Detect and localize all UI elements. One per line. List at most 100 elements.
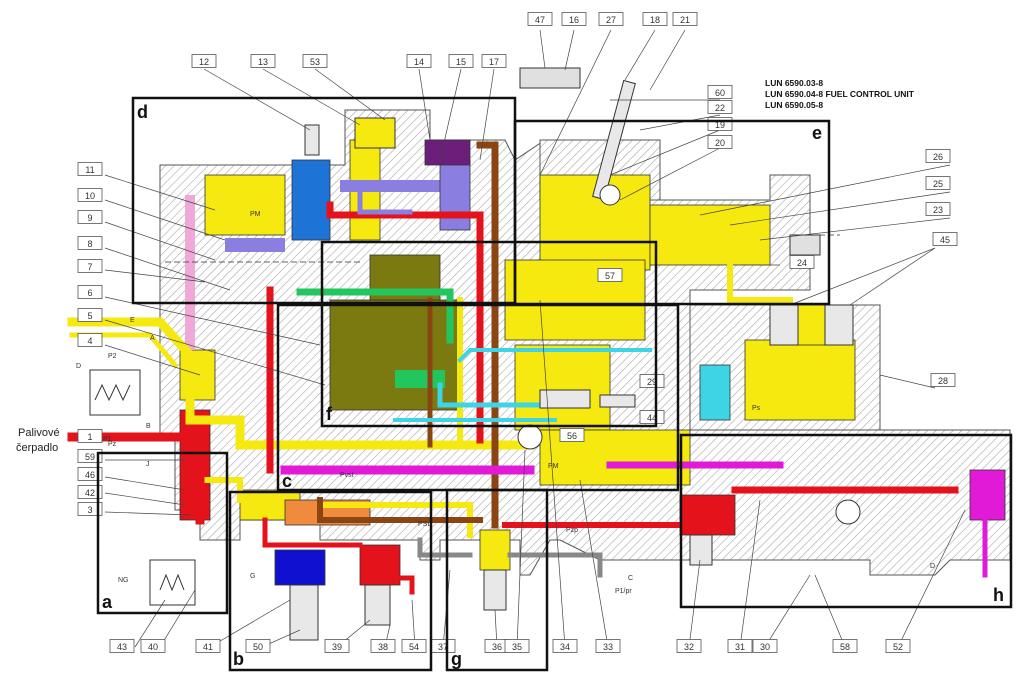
callout-number-35: 35 bbox=[512, 642, 522, 652]
callout-box bbox=[77, 285, 103, 299]
callout-number-45: 45 bbox=[940, 235, 950, 245]
fuel-pump-label-line-2: čerpadlo bbox=[16, 442, 58, 454]
callout-number-42: 42 bbox=[85, 488, 95, 498]
callout-number-25: 25 bbox=[933, 179, 943, 189]
callout-number-32: 32 bbox=[684, 642, 694, 652]
channel-brown bbox=[317, 497, 483, 523]
callout-number-14: 14 bbox=[414, 57, 424, 67]
port-label-p2: P2 bbox=[108, 353, 117, 360]
callout-box bbox=[191, 54, 217, 68]
chamber-cyan bbox=[699, 364, 731, 421]
callout-number-53: 53 bbox=[310, 57, 320, 67]
fluid-channels bbox=[67, 141, 988, 595]
callout-number-58: 58 bbox=[840, 642, 850, 652]
chamber-pink bbox=[185, 195, 195, 350]
letter-mark-d2: D bbox=[930, 563, 935, 570]
callout-number-23: 23 bbox=[933, 205, 943, 215]
callout-number-22: 22 bbox=[715, 103, 725, 113]
valve-bottom-50 bbox=[289, 584, 319, 641]
callout-box bbox=[77, 188, 103, 202]
callout-box bbox=[77, 259, 103, 273]
cam-wheel bbox=[517, 424, 543, 450]
valve-bottom-36 bbox=[483, 569, 507, 611]
callout-box bbox=[77, 162, 103, 176]
valve-45-right bbox=[824, 304, 854, 346]
callout-box bbox=[77, 429, 103, 443]
callout-box bbox=[561, 12, 587, 26]
callout-number-44: 44 bbox=[647, 413, 657, 423]
plunger-56 bbox=[539, 389, 591, 409]
callout-number-43: 43 bbox=[117, 642, 127, 652]
spring-assembly-47 bbox=[519, 67, 581, 89]
callout-box bbox=[639, 374, 665, 388]
valve-spring-13 bbox=[354, 117, 396, 149]
callout-box bbox=[77, 467, 103, 481]
callout-number-46: 46 bbox=[85, 470, 95, 480]
callout-number-26: 26 bbox=[933, 152, 943, 162]
section-label-e: e bbox=[812, 123, 822, 143]
callout-box bbox=[932, 232, 958, 246]
callout-number-16: 16 bbox=[569, 15, 579, 25]
channel-red bbox=[326, 201, 484, 444]
callout-box bbox=[401, 639, 427, 653]
chamber-violet bbox=[225, 238, 285, 252]
fuel-pump-label: Palivové čerpadlo bbox=[16, 427, 60, 454]
channel-yellow bbox=[687, 237, 793, 303]
heater-zigzag-bottom bbox=[159, 573, 185, 592]
chamber-blue bbox=[291, 159, 331, 241]
callout-number-4: 4 bbox=[87, 336, 92, 346]
callout-box bbox=[250, 54, 276, 68]
callout-number-1: 1 bbox=[87, 432, 92, 442]
title-line-2: LUN 6590.04-8 FUEL CONTROL UNIT bbox=[765, 89, 915, 99]
callout-number-33: 33 bbox=[603, 642, 613, 652]
callout-box bbox=[707, 100, 733, 114]
heater-coil-top bbox=[89, 369, 141, 416]
callout-number-60: 60 bbox=[715, 88, 725, 98]
channel-yellow bbox=[67, 317, 535, 450]
callout-number-38: 38 bbox=[378, 642, 388, 652]
callout-box bbox=[245, 639, 271, 653]
callout-number-30: 30 bbox=[760, 642, 770, 652]
plunger-29 bbox=[599, 394, 636, 408]
section-frame-h bbox=[679, 433, 1013, 609]
callout-number-40: 40 bbox=[148, 642, 158, 652]
valve-spring-12 bbox=[304, 124, 320, 156]
callout-box bbox=[77, 333, 103, 347]
callout-box bbox=[77, 449, 103, 463]
port-label-pz: Pz bbox=[108, 441, 117, 448]
dashed-axis bbox=[165, 234, 840, 263]
section-label-a: a bbox=[102, 592, 113, 612]
callout-number-15: 15 bbox=[456, 57, 466, 67]
section-frame-e bbox=[513, 119, 831, 306]
callout-number-34: 34 bbox=[560, 642, 570, 652]
valve-bottom-39 bbox=[364, 584, 391, 626]
valve-bottom-32 bbox=[689, 534, 713, 566]
port-label-pvst: Pvst bbox=[340, 472, 354, 479]
channel-yellow bbox=[322, 502, 473, 538]
port-label-ng: NG bbox=[118, 577, 129, 584]
letter-mark-e: E bbox=[130, 317, 135, 324]
section-label-d: d bbox=[137, 102, 148, 122]
heater-zigzag-top bbox=[94, 383, 131, 402]
callout-number-29: 29 bbox=[647, 377, 657, 387]
port-label-p1pr: P1/pr bbox=[615, 588, 632, 595]
pivot-point bbox=[599, 184, 621, 206]
chamber-violet bbox=[439, 159, 471, 231]
callout-number-59: 59 bbox=[85, 452, 95, 462]
callout-number-50: 50 bbox=[253, 642, 263, 652]
letter-mark-a: A bbox=[150, 335, 155, 342]
callout-box bbox=[195, 639, 221, 653]
port-label-pm: PM bbox=[548, 463, 559, 470]
callout-number-54: 54 bbox=[409, 642, 419, 652]
port-marks: D A E B J C D G NG P2 P1 PM Ps Pvst PM P… bbox=[76, 211, 935, 595]
callout-box bbox=[598, 12, 624, 26]
callout-box bbox=[727, 639, 753, 653]
letter-mark-d: D bbox=[76, 363, 81, 370]
chamber-magenta bbox=[969, 469, 1006, 521]
callout-box bbox=[140, 639, 166, 653]
letter-mark-b: B bbox=[146, 423, 151, 430]
chamber-violet bbox=[340, 180, 450, 192]
